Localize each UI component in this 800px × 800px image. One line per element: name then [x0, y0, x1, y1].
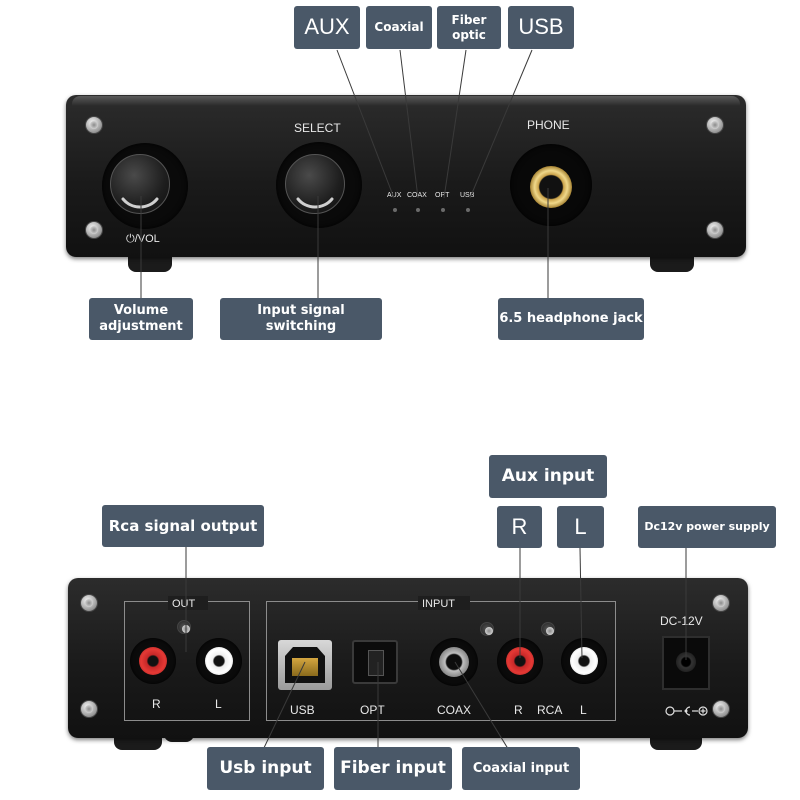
- input-label: INPUT: [422, 598, 455, 610]
- rear-screw-tl: [80, 594, 98, 612]
- led-label-usb: USB: [460, 192, 475, 199]
- select-label: SELECT: [294, 121, 341, 135]
- rca-out-right-ring: [139, 647, 167, 675]
- callout-coaxial: Coaxial: [366, 6, 432, 49]
- out-label: OUT: [172, 598, 196, 610]
- volume-knob[interactable]: [110, 154, 170, 214]
- rca-in-left-jack[interactable]: [561, 638, 607, 684]
- front-screw-bl: [85, 221, 103, 239]
- callout-r: R: [497, 506, 542, 548]
- out-label-bg: [168, 596, 208, 610]
- usb-b-port[interactable]: [278, 640, 332, 690]
- callout-rca-output: Rca signal output: [102, 505, 264, 547]
- callout-aux: AUX: [294, 6, 360, 49]
- front-foot-right: [650, 252, 694, 272]
- in-l-label: L: [580, 703, 587, 717]
- rear-screw-bl: [80, 700, 98, 718]
- rca-in-left-ring: [570, 647, 598, 675]
- rca-out-left-jack[interactable]: [196, 638, 242, 684]
- input-small-screw-2: [541, 622, 555, 636]
- dc-label: DC-12V: [660, 614, 703, 628]
- callout-headphone: 6.5 headphone jack: [498, 298, 644, 340]
- out-l-label: L: [215, 697, 222, 711]
- callout-usb: USB: [508, 6, 574, 49]
- front-screw-tl: [85, 116, 103, 134]
- optical-port-shutter: [368, 650, 384, 676]
- optical-port[interactable]: [352, 640, 398, 684]
- out-small-screw: [177, 620, 191, 634]
- rca-label: RCA: [537, 703, 563, 717]
- rear-screw-tr: [712, 594, 730, 612]
- led-label-aux: AUX: [387, 192, 402, 199]
- rca-out-left-ring: [205, 647, 233, 675]
- rear-screw-br: [712, 700, 730, 718]
- in-r-label: R: [514, 703, 523, 717]
- front-screw-br: [706, 221, 724, 239]
- rca-in-right-ring: [506, 647, 534, 675]
- opt-label: OPT: [360, 703, 385, 717]
- callout-dc-power: Dc12v power supply: [638, 506, 776, 548]
- out-r-label: R: [152, 697, 161, 711]
- led-opt: [441, 208, 445, 212]
- usb-label: USB: [290, 703, 315, 717]
- led-aux: [393, 208, 397, 212]
- headphone-jack[interactable]: [530, 166, 572, 208]
- callout-usb-input: Usb input: [207, 747, 324, 790]
- input-label-bg: [418, 596, 470, 610]
- coax-jack[interactable]: [430, 638, 478, 686]
- led-coax: [416, 208, 420, 212]
- led-label-opt: OPT: [435, 192, 450, 199]
- select-knob[interactable]: [285, 154, 345, 214]
- rca-in-right-jack[interactable]: [497, 638, 543, 684]
- callout-coaxial-input: Coaxial input: [462, 747, 580, 790]
- phone-label: PHONE: [527, 118, 570, 132]
- coax-label: COAX: [437, 703, 472, 717]
- led-label-coax: COAX: [407, 192, 427, 199]
- usb-b-port-tongue: [292, 658, 318, 676]
- front-foot-left: [128, 252, 172, 272]
- led-usb: [466, 208, 470, 212]
- rca-out-right-jack[interactable]: [130, 638, 176, 684]
- vol-label: ⏻/VOL: [126, 233, 160, 245]
- dc-jack[interactable]: [662, 636, 710, 690]
- dc-polarity-icon: [665, 706, 708, 716]
- callout-l: L: [557, 506, 604, 548]
- dc-jack-hole: [676, 652, 696, 672]
- callout-fiber-input: Fiber input: [334, 747, 452, 790]
- input-small-screw-1: [480, 622, 494, 636]
- front-panel-top-edge: [72, 96, 740, 106]
- coax-ring: [439, 647, 469, 677]
- callout-aux-input: Aux input: [489, 455, 607, 498]
- front-screw-tr: [706, 116, 724, 134]
